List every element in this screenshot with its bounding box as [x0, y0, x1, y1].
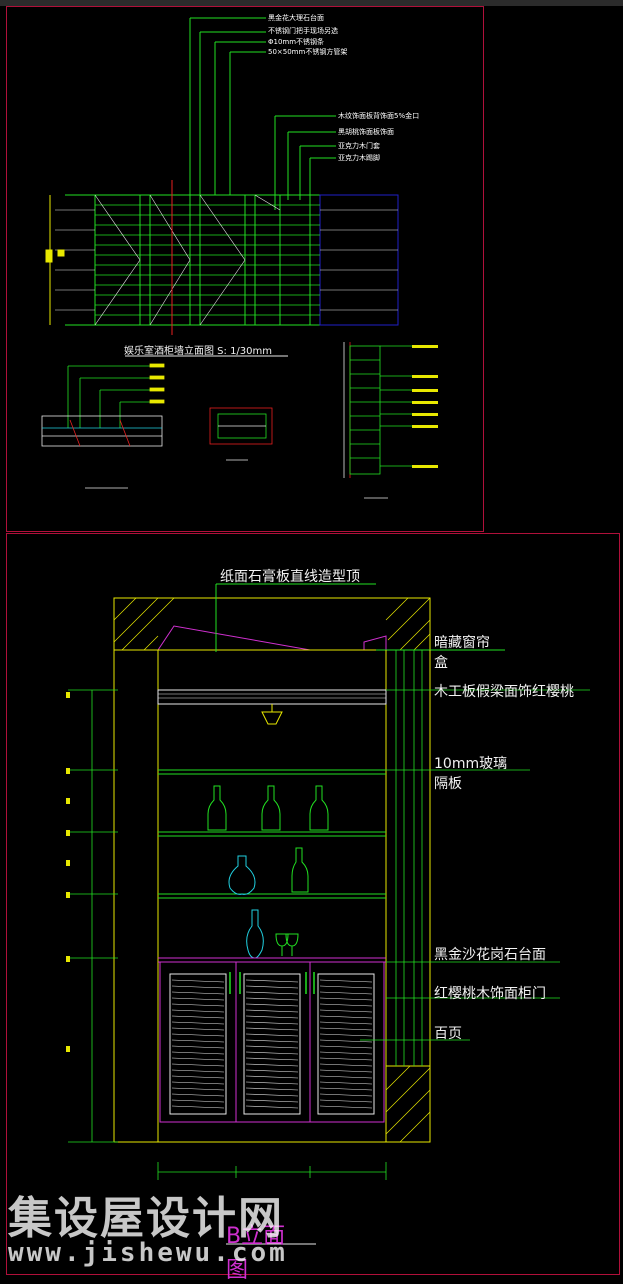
louver-slat: [245, 1015, 299, 1019]
louver-slat: [319, 1099, 373, 1103]
louver-slat: [319, 1003, 373, 1007]
louver-slat: [171, 1069, 225, 1073]
louver-slat: [245, 979, 299, 983]
louver-slat: [171, 1057, 225, 1061]
top-elevation: [45, 17, 399, 357]
louver-slat: [319, 1063, 373, 1067]
louver-slat: [171, 1051, 225, 1055]
louver-slat: [319, 1033, 373, 1037]
louver-slat: [171, 1021, 225, 1025]
louver-slat: [171, 1105, 225, 1109]
louver-slat: [171, 1063, 225, 1067]
louver-slat: [245, 1063, 299, 1067]
louver-slat: [245, 1105, 299, 1109]
louver-slat: [171, 985, 225, 989]
louver-slat: [245, 1051, 299, 1055]
louver-slat: [245, 1039, 299, 1043]
louver-slat: [245, 1069, 299, 1073]
watermark-site-name: 集设屋设计网: [8, 1193, 284, 1244]
bottom-elevation: [66, 583, 590, 1245]
louver-slat: [171, 1075, 225, 1079]
louver-slat: [245, 1075, 299, 1079]
detail-middle: [209, 407, 273, 461]
louver-slat: [171, 1003, 225, 1007]
louver-label: 百页: [434, 1026, 462, 1042]
louver-slat: [319, 985, 373, 989]
detail-left: [41, 363, 165, 489]
glass-label-1: 10mm玻璃: [434, 756, 508, 772]
louver-slat: [319, 997, 373, 1001]
louver-slat: [171, 1093, 225, 1097]
mid-callout-2: 黑胡桃饰面板饰面: [338, 128, 394, 136]
louver-slat: [319, 1081, 373, 1085]
top-callout-3: Φ10mm不锈钢条: [268, 38, 325, 46]
louver-slat: [171, 1027, 225, 1031]
louver-slat: [171, 1087, 225, 1091]
mid-callout-3: 亚克力木门套: [338, 142, 380, 150]
louver-slat: [245, 1009, 299, 1013]
louver-slat: [319, 991, 373, 995]
top-sheet-frame: [6, 6, 484, 532]
louver-slat: [319, 1039, 373, 1043]
top-callout-1: 黑金花大理石台面: [268, 14, 324, 22]
louver-slat: [319, 1027, 373, 1031]
elevation-title: 娱乐室酒柜墙立面图 S: 1/30mm: [124, 346, 273, 357]
louver-slat: [245, 1021, 299, 1025]
louver-slat: [245, 1081, 299, 1085]
louver-slat: [171, 1099, 225, 1103]
louver-slat: [245, 991, 299, 995]
louver-slat: [319, 1069, 373, 1073]
curtain-box-label-1: 暗藏窗帘: [434, 635, 490, 651]
louver-slat: [171, 1009, 225, 1013]
louver-slat: [245, 1057, 299, 1061]
louver-slat: [245, 1045, 299, 1049]
louver-slat: [245, 985, 299, 989]
louver-slat: [319, 1021, 373, 1025]
louver-slat: [319, 1051, 373, 1055]
louver-slat: [319, 1009, 373, 1013]
watermark-url: www.jishewu.com: [8, 1238, 288, 1268]
ceiling-label: 纸面石膏板直线造型顶: [220, 569, 360, 585]
louver-slat: [319, 979, 373, 983]
louver-slat: [245, 1033, 299, 1037]
elevation-b-label: B立面: [226, 1224, 286, 1249]
top-callout-2: 不锈钢门把手现场另选: [268, 27, 338, 35]
louver-slat: [319, 1093, 373, 1097]
louver-slat: [245, 997, 299, 1001]
louver-slat: [171, 979, 225, 983]
louver-slat: [245, 1093, 299, 1097]
louver-slat: [319, 1105, 373, 1109]
glass-label-2: 隔板: [434, 776, 462, 792]
louver-slat: [245, 1099, 299, 1103]
louver-slat: [171, 1039, 225, 1043]
detail-right: [343, 342, 438, 499]
louver-slat: [245, 1003, 299, 1007]
louver-slat: [319, 1087, 373, 1091]
louver-slat: [171, 1033, 225, 1037]
louver-slat: [171, 1015, 225, 1019]
beam-label: 木工板假梁面饰红樱桃: [434, 684, 574, 700]
louver-slat: [319, 1015, 373, 1019]
louver-slat: [171, 991, 225, 995]
louver-slat: [319, 1075, 373, 1079]
bottom-sheet-frame: [6, 533, 620, 1275]
louver-slat: [319, 1057, 373, 1061]
louver-slat: [245, 1087, 299, 1091]
louver-slat: [171, 997, 225, 1001]
countertop-label: 黑金沙花岗石台面: [434, 947, 546, 963]
louver-slat: [171, 1081, 225, 1085]
curtain-box-label-2: 盒: [434, 655, 448, 671]
louver-slat: [245, 1027, 299, 1031]
top-callout-4: 50×50mm不锈钢方管架: [268, 48, 348, 56]
cabinet-door-label: 红樱桃木饰面柜门: [434, 986, 546, 1002]
louver-slat: [171, 1045, 225, 1049]
mid-callout-4: 亚克力木踢脚: [338, 154, 380, 162]
window-title-strip: [0, 0, 623, 6]
louver-slat: [319, 1045, 373, 1049]
mid-callout-1: 木纹饰面板背饰面5%金口: [338, 112, 420, 120]
